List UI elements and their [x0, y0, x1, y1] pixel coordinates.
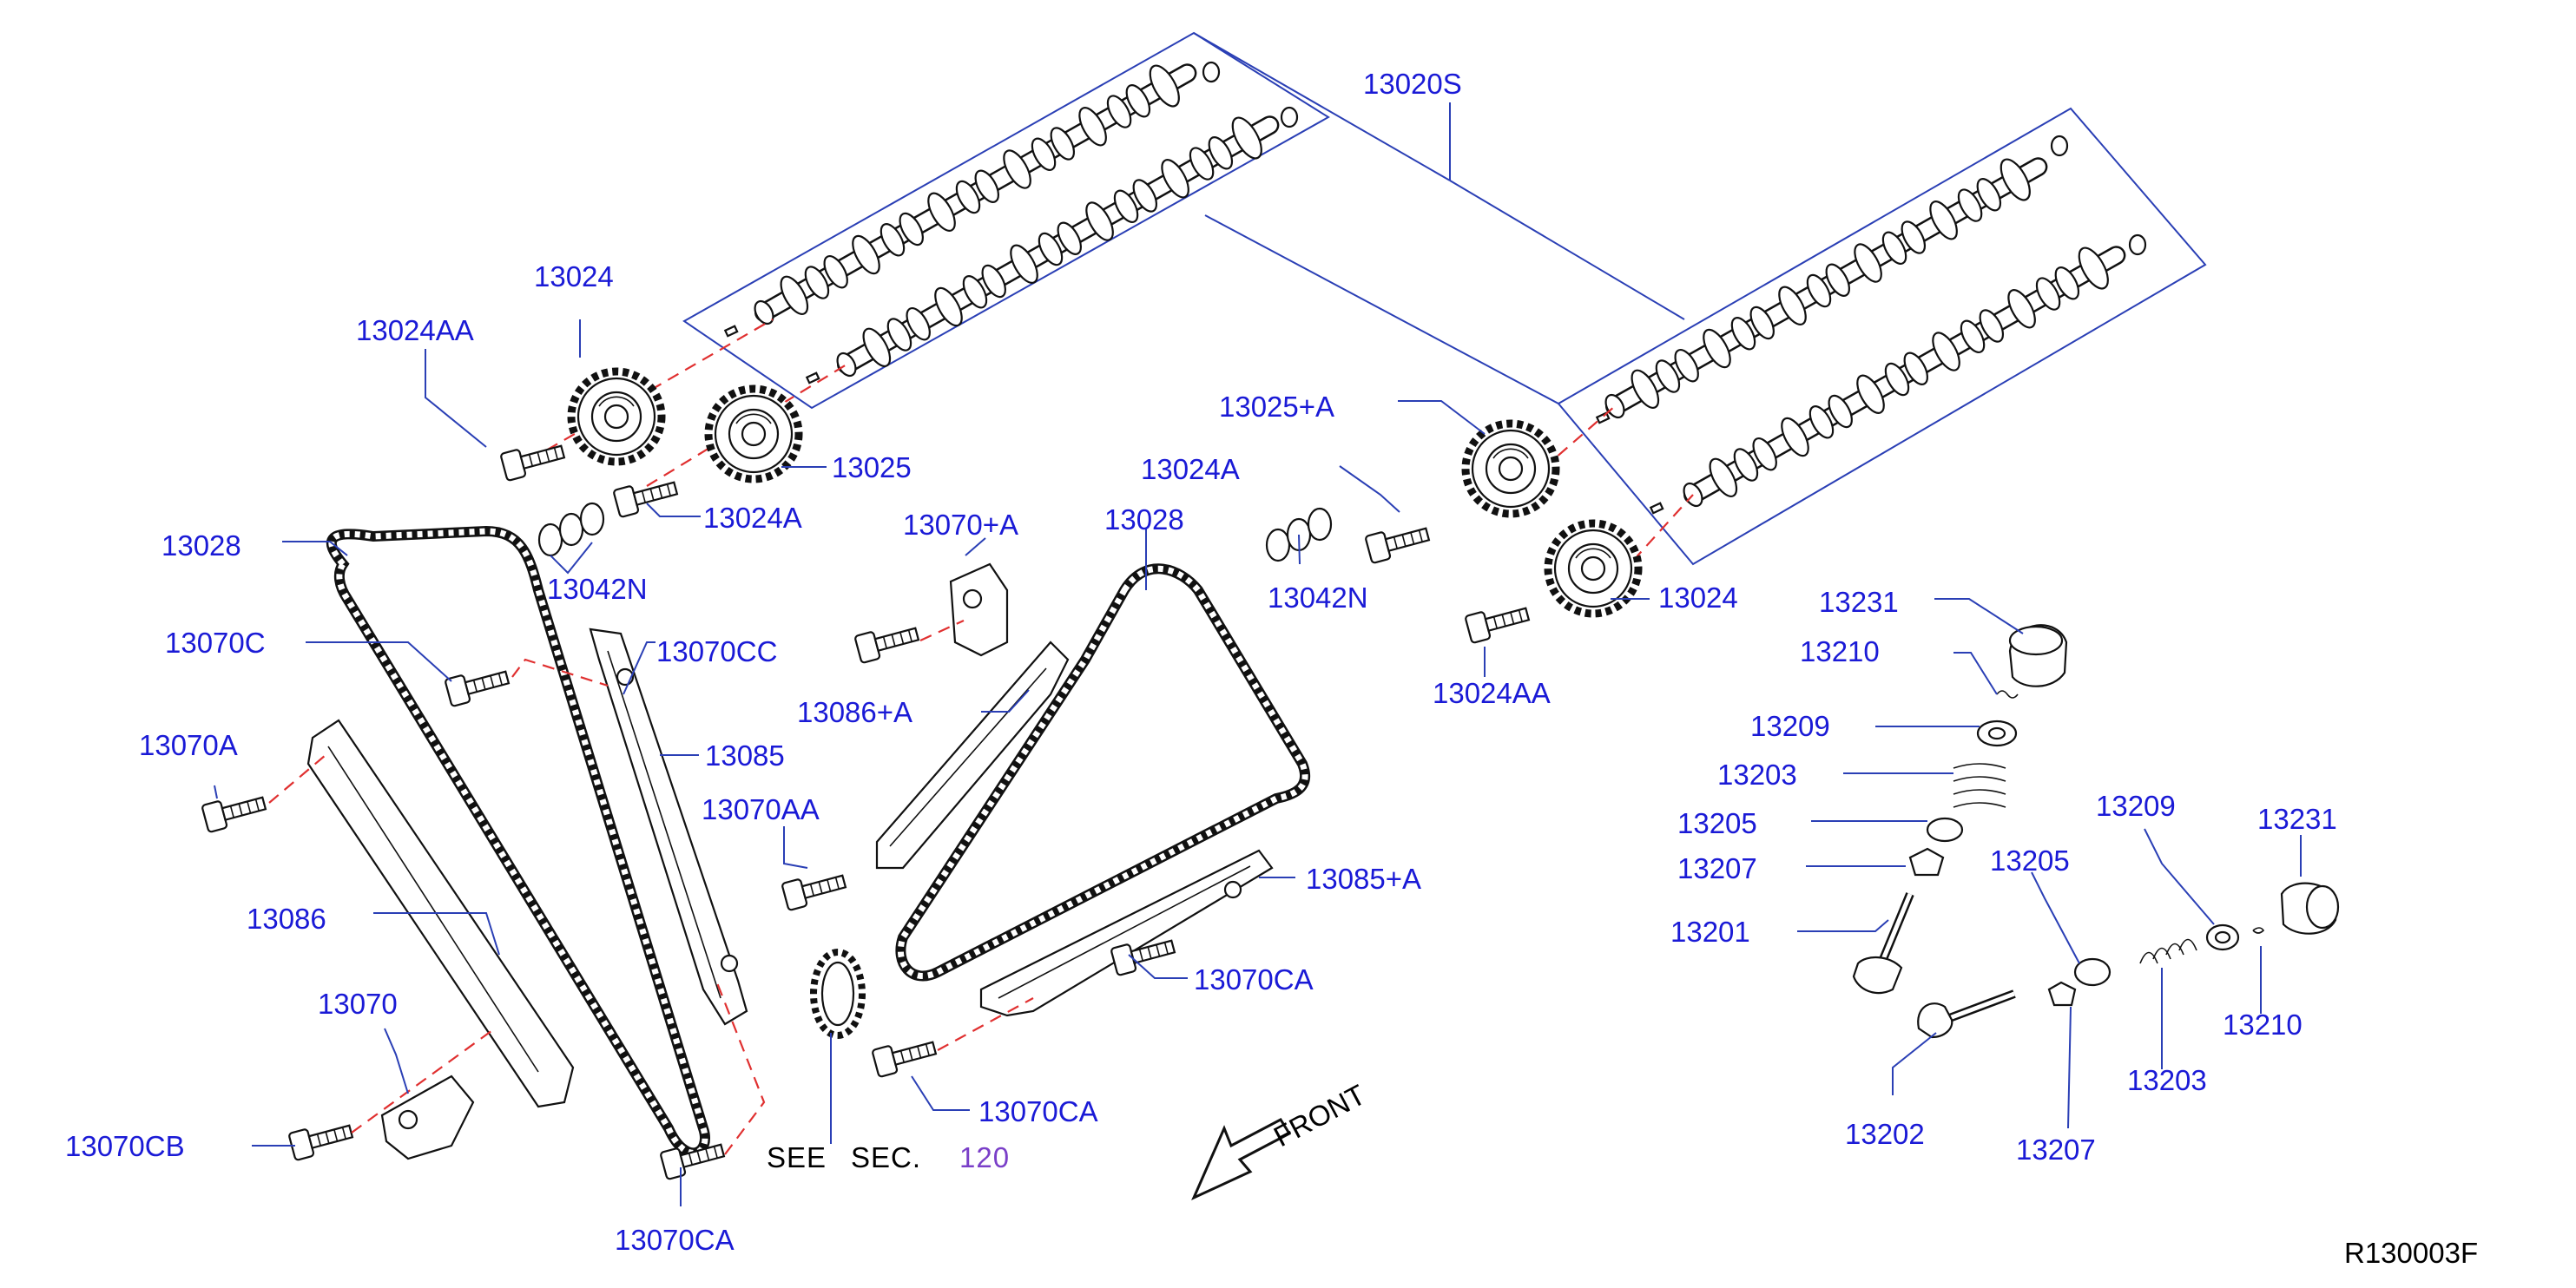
label-13024AA-right: 13024AA — [1433, 677, 1551, 709]
crank-sprocket — [810, 949, 866, 1039]
label-13086-plusA: 13086+A — [797, 696, 912, 728]
label-13042N-left: 13042N — [547, 573, 648, 605]
sec-text: SEC. — [851, 1141, 921, 1173]
label-13201: 13201 — [1670, 916, 1750, 948]
label-13070CA-mid: 13070CA — [1194, 963, 1314, 996]
part-labels: 13020S 13024 13024AA 13025 13024A 13042N… — [65, 68, 2337, 1256]
label-13205-left: 13205 — [1677, 807, 1757, 839]
label-13070A: 13070A — [139, 729, 238, 761]
left-cam-sprockets — [499, 319, 847, 557]
right-cam-sprockets — [1265, 405, 1694, 645]
label-13028-left: 13028 — [161, 529, 241, 562]
label-13024AA-top: 13024AA — [356, 314, 474, 346]
label-13042N-right: 13042N — [1268, 582, 1368, 614]
label-13020S: 13020S — [1363, 68, 1462, 100]
label-13024-right: 13024 — [1658, 582, 1738, 614]
left-tensioner-13070 — [380, 1074, 475, 1160]
label-13070: 13070 — [318, 988, 398, 1020]
label-13202: 13202 — [1845, 1118, 1925, 1150]
valve-row-right — [1917, 882, 2340, 1039]
left-chain-guide-13085 — [589, 628, 748, 1026]
label-13070CC: 13070CC — [656, 635, 777, 667]
label-13070AA: 13070AA — [702, 793, 820, 825]
diagram-reference-code: R130003F — [2344, 1237, 2478, 1269]
label-13209-left: 13209 — [1750, 710, 1830, 742]
front-label: FRONT — [1268, 1078, 1371, 1153]
label-13210-top: 13210 — [1800, 635, 1880, 667]
camshaft-set-left — [682, 31, 1330, 410]
right-timing-chain — [895, 563, 1311, 982]
label-13024-top: 13024 — [534, 260, 614, 292]
label-13207-right: 13207 — [2016, 1134, 2096, 1166]
label-13207-left: 13207 — [1677, 852, 1757, 884]
label-13231-right: 13231 — [2257, 803, 2337, 835]
label-13070-plusA: 13070+A — [903, 509, 1018, 541]
see-section-note: SEE SEC. 120 — [767, 1141, 1010, 1173]
camshaft-group-leader — [1193, 32, 1685, 404]
label-13070C: 13070C — [165, 627, 266, 659]
cam-sprocket-13024-left — [571, 371, 662, 462]
label-13024A-left: 13024A — [703, 502, 802, 534]
label-13085: 13085 — [705, 739, 785, 772]
label-13203-left: 13203 — [1717, 759, 1797, 791]
leader-lines — [214, 319, 2302, 1206]
label-13024A-right: 13024A — [1141, 453, 1240, 485]
valve-stack-left — [1852, 624, 2068, 995]
see-text: SEE — [767, 1141, 827, 1173]
left-bolts — [201, 658, 766, 1181]
label-13070CA-low: 13070CA — [978, 1095, 1098, 1127]
label-13025: 13025 — [832, 451, 912, 483]
label-13086: 13086 — [247, 903, 326, 935]
cam-sprocket-13025-left — [708, 389, 799, 479]
label-13231-top: 13231 — [1819, 586, 1899, 618]
label-13203-right: 13203 — [2127, 1064, 2207, 1096]
camshaft-set-right — [1557, 107, 2207, 566]
label-13085-plusA: 13085+A — [1306, 863, 1421, 895]
right-chain-guide-13085-plusA — [979, 849, 1274, 1017]
label-13028-right: 13028 — [1104, 503, 1184, 536]
label-13210-right: 13210 — [2223, 1009, 2303, 1041]
label-13070CB: 13070CB — [65, 1130, 185, 1162]
section-120-link[interactable]: 120 — [959, 1141, 1010, 1173]
right-bolts — [781, 619, 1178, 1079]
label-13070CA-bottom: 13070CA — [615, 1224, 735, 1256]
right-tensioner-13070-plusA — [949, 562, 1009, 657]
label-13209-right: 13209 — [2096, 790, 2176, 822]
left-timing-chain — [326, 525, 710, 1159]
label-13205-right: 13205 — [1990, 844, 2070, 877]
label-13025-plusA: 13025+A — [1219, 391, 1334, 423]
front-arrow-icon — [1191, 1118, 1292, 1201]
